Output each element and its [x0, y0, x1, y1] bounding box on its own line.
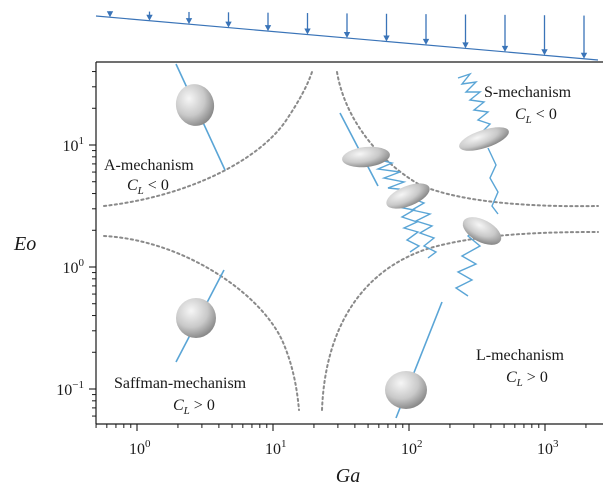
coef-s-mechanism: CL < 0 — [515, 106, 557, 126]
coef-a-mechanism: CL < 0 — [127, 177, 169, 197]
bubble-center-lower — [386, 183, 430, 209]
y-axis-label: Eo — [13, 233, 36, 255]
label-l-mechanism: L-mechanism — [476, 347, 565, 364]
label-saffman-mechanism: Saffman-mechanism — [114, 375, 247, 392]
coef-l-mechanism: CL > 0 — [506, 369, 548, 389]
arrow-down-icon — [462, 14, 469, 49]
y-ticks: 101 100 10−1 — [56, 71, 96, 417]
boundary-a-mechanism — [103, 71, 313, 207]
plot-frame — [95, 61, 603, 425]
arrow-down-icon — [264, 12, 272, 32]
bubble-top-left — [175, 84, 215, 126]
y-tick-label: 100 — [63, 257, 85, 277]
bubble-center-upper — [342, 146, 390, 168]
boundary-saffman-mechanism — [103, 235, 300, 411]
coef-saffman-mechanism: CL > 0 — [173, 397, 215, 417]
arrow-down-icon — [422, 14, 430, 45]
arrow-down-icon — [501, 14, 509, 52]
path-right-zigzag — [454, 223, 483, 297]
path-top-right-tail — [487, 147, 499, 215]
arrow-down-icon — [185, 11, 193, 25]
x-axis-label: Ga — [336, 465, 360, 487]
path-top-right-zigzag — [457, 72, 493, 137]
bubble-top-right — [459, 127, 509, 151]
arrow-down-icon — [580, 15, 588, 59]
regime-boundaries — [103, 71, 599, 411]
arrow-down-icon — [304, 13, 311, 35]
arrow-down-icon — [541, 15, 548, 56]
y-tick-label: 10−1 — [56, 379, 84, 399]
boundary-l-mechanism — [321, 231, 599, 411]
arrow-down-icon — [225, 12, 232, 28]
arrow-down-icon — [383, 13, 390, 42]
x-tick-label: 103 — [537, 438, 559, 458]
x-tick-label: 100 — [129, 438, 151, 458]
arrow-down-icon — [343, 13, 351, 38]
bubble-right — [462, 217, 502, 245]
regime-labels: A-mechanism CL < 0 S-mechanism CL < 0 L-… — [104, 84, 572, 417]
arrow-down-icon — [146, 11, 153, 21]
bubble-trajectories — [175, 63, 499, 419]
bubble-bottom-center — [385, 371, 427, 409]
path-center-zigzag-b — [405, 195, 438, 259]
x-tick-label: 101 — [265, 438, 287, 458]
y-tick-label: 101 — [63, 135, 85, 155]
bubbles — [175, 84, 509, 409]
x-tick-label: 102 — [401, 438, 423, 458]
shear-flow-profile — [95, 11, 599, 61]
bubble-left — [176, 298, 216, 338]
label-a-mechanism: A-mechanism — [104, 157, 194, 174]
x-ticks: 100 101 102 103 — [95, 424, 587, 458]
label-s-mechanism: S-mechanism — [484, 84, 572, 101]
shear-arrows — [106, 11, 588, 59]
boundary-s-mechanism — [336, 71, 599, 208]
arrow-down-icon — [106, 11, 114, 18]
